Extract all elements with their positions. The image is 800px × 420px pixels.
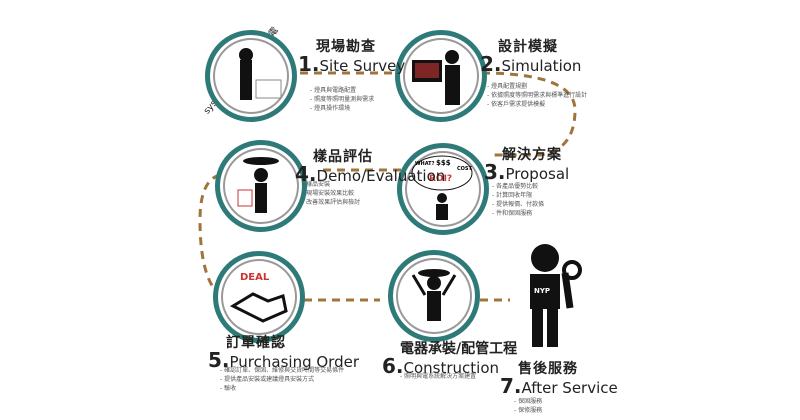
list-item: 各產品優勢比較 (492, 182, 544, 191)
list-item: 燈具操作環境 (310, 104, 374, 113)
demo-illustration (215, 140, 307, 232)
list-item: 樣品安裝 (302, 180, 360, 189)
list-item: 保修服務 (514, 406, 542, 415)
step-1-list: 燈具與電路配置照度等照明量測與需求燈具操作環境 (310, 86, 374, 113)
list-item: 驗收 (220, 384, 344, 393)
nyp-badge: NYP (534, 287, 550, 295)
construction-illustration (388, 250, 480, 342)
step-5-list: 確認訂單、保固、維修與交貨時間等交易條件提供產品安裝或建議燈具安裝方式驗收 (220, 366, 344, 393)
list-item: 照明與電系統解決方案建置 (400, 372, 476, 381)
step-3-list: 各產品優勢比較計算回收年限提供報價、付款條件和保固服務 (492, 182, 544, 218)
bubble-cost: COST (457, 166, 473, 172)
step-4-list: 樣品安裝現場安裝效果比較改善效果評估與檢討 (302, 180, 360, 207)
list-item: 燈具與電路配置 (310, 86, 374, 95)
list-item: 件和保固服務 (492, 209, 544, 218)
bubble-what: WHAT? (415, 161, 435, 167)
simulation-illustration (395, 30, 487, 122)
list-item: 依客戶需求提供模擬 (487, 100, 587, 109)
list-item: 依據照度等照明需求與標準進行設計 (487, 91, 587, 100)
deal-badge: DEAL (240, 272, 270, 283)
step-2-list: 燈具配置規劃依據照度等照明需求與標準進行設計依客戶需求提供模擬 (487, 82, 587, 109)
list-item: 現場安裝效果比較 (302, 189, 360, 198)
step-7-list: 保固服務保修服務 (514, 397, 542, 415)
list-item: 照度等照明量測與需求 (310, 95, 374, 104)
site-survey-illustration (205, 30, 297, 122)
step-6-list: 照明與電系統解決方案建置 (400, 372, 476, 381)
purchasing-illustration: DEAL (213, 251, 305, 343)
list-item: 確認訂單、保固、維修與交貨時間等交易條件 (220, 366, 344, 375)
list-item: 保固服務 (514, 397, 542, 406)
after-service-illustration: NYP (530, 244, 582, 347)
bubble-money: $$$ (436, 159, 451, 167)
list-item: 提供產品安裝或建議燈具安裝方式 (220, 375, 344, 384)
list-item: 燈具配置規劃 (487, 82, 587, 91)
proposal-illustration: WHAT?$$$ COST ROI? (397, 143, 489, 235)
list-item: 改善效果評估與檢討 (302, 198, 360, 207)
list-item: 提供報價、付款條 (492, 200, 544, 209)
bubble-roi: ROI? (429, 174, 452, 184)
list-item: 計算回收年限 (492, 191, 544, 200)
